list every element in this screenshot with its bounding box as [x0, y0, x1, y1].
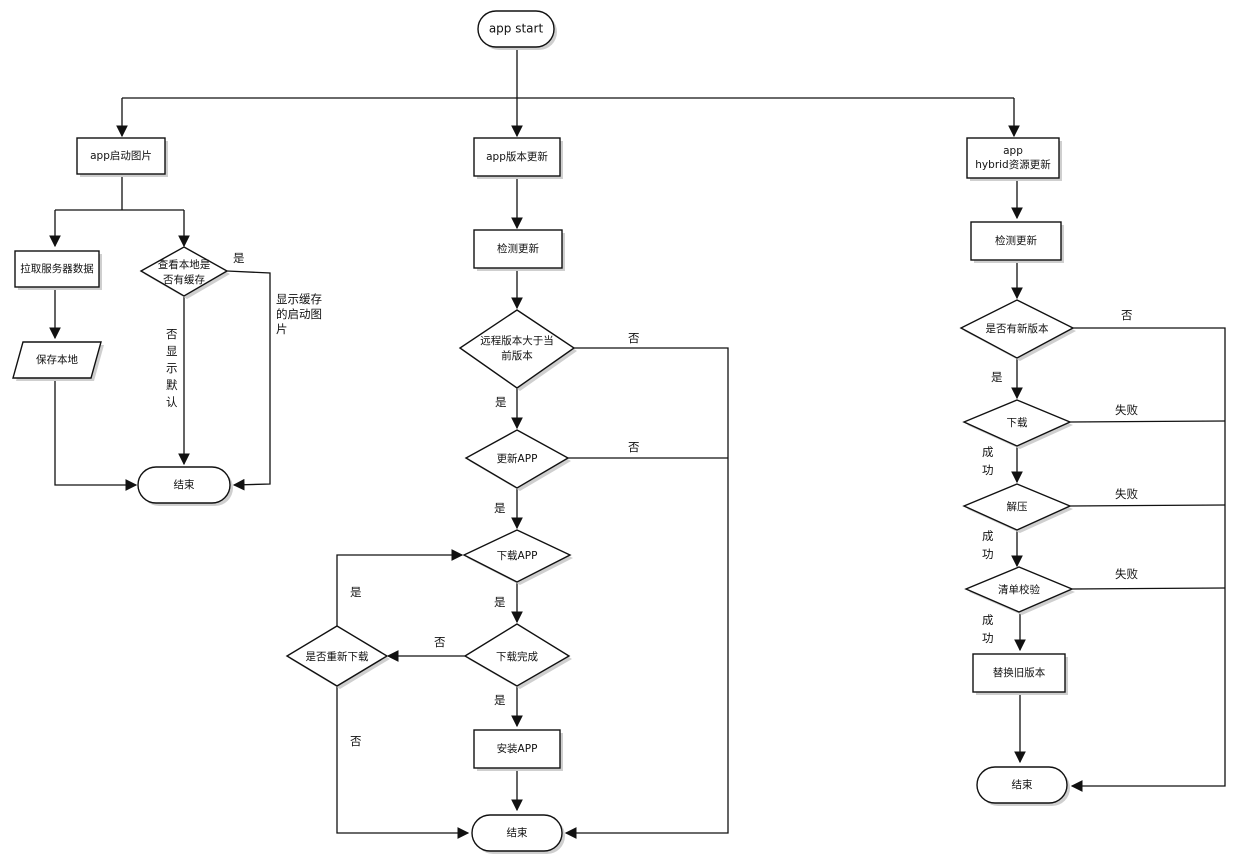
label-unzip-ok-2: 功	[982, 547, 994, 561]
node-download-done[interactable]: 下载完成	[463, 623, 572, 689]
label-redownload-no: 否	[350, 734, 362, 748]
label-remote-yes: 是	[495, 395, 507, 409]
node-hybrid-update-label-1: app	[1003, 145, 1023, 157]
node-end-left-label: 结束	[174, 478, 195, 491]
node-has-new[interactable]: 是否有新版本	[959, 299, 1076, 361]
node-replace-old[interactable]: 替换旧版本	[972, 653, 1068, 695]
label-download-fail: 失败	[1115, 403, 1138, 417]
node-remote-newer[interactable]: 远程版本大于当 前版本	[458, 309, 577, 391]
edges	[49, 46, 1226, 839]
label-cache-yes-action-1: 显示缓存	[276, 292, 322, 306]
node-save-local[interactable]: 保存本地	[12, 341, 104, 381]
edge-labels: 是 显示缓存 的启动图 片 否 显 示 默 认 否 是 否 是 是 否 是 是 …	[166, 251, 1138, 748]
label-cache-yes: 是	[233, 251, 245, 265]
node-install-app-label: 安装APP	[497, 742, 538, 755]
label-cache-no-4: 默	[166, 378, 178, 392]
node-fetch-server-label: 拉取服务器数据	[20, 262, 94, 275]
label-download-ok-1: 成	[982, 445, 994, 459]
node-fetch-server[interactable]: 拉取服务器数据	[14, 250, 102, 290]
node-download-app[interactable]: 下载APP	[462, 529, 573, 585]
node-app-update-label: app版本更新	[486, 150, 548, 163]
label-done-no: 否	[434, 635, 446, 649]
node-unzip-label: 解压	[1007, 500, 1029, 513]
edge-unzip-fail	[1069, 504, 1226, 507]
node-hybrid-update[interactable]: app hybrid资源更新	[966, 137, 1062, 181]
node-download-done-label: 下载完成	[496, 650, 538, 663]
label-remote-no: 否	[628, 331, 640, 345]
label-download-yes: 是	[494, 595, 506, 609]
node-save-local-label: 保存本地	[36, 353, 78, 366]
label-done-yes: 是	[494, 693, 506, 707]
node-update-app[interactable]: 更新APP	[464, 429, 571, 491]
node-splash[interactable]: app启动图片	[76, 137, 168, 177]
label-cache-yes-action-2: 的启动图	[276, 307, 322, 321]
label-redownload-yes: 是	[350, 585, 362, 599]
label-cache-no-1: 否	[166, 327, 178, 341]
node-check-cache-label-2: 否有缓存	[163, 273, 205, 286]
node-check-cache[interactable]: 查看本地是 否有缓存	[139, 246, 230, 299]
node-end-left[interactable]: 结束	[137, 466, 233, 506]
node-start[interactable]: app start	[477, 10, 557, 50]
node-redownload[interactable]: 是否重新下载	[285, 625, 390, 689]
node-check-update-mid-label: 检测更新	[497, 242, 539, 255]
node-verify[interactable]: 清单校验	[964, 566, 1075, 615]
label-unzip-ok-1: 成	[982, 529, 994, 543]
node-end-right-label: 结束	[1012, 778, 1034, 791]
edge-remote-no-to-end	[564, 347, 729, 839]
node-check-cache-label-1: 查看本地是	[158, 258, 211, 271]
edge-redownload-yes	[336, 549, 464, 626]
node-check-update-right[interactable]: 检测更新	[970, 221, 1064, 263]
label-unzip-fail: 失败	[1115, 487, 1138, 501]
node-start-label: app start	[489, 22, 544, 36]
nodes: app start app启动图片 拉取服务器数据 保存本地 查看本地是 否有缓…	[12, 10, 1076, 854]
label-cache-no-2: 显	[166, 344, 178, 358]
label-verify-ok-1: 成	[982, 613, 994, 627]
label-cache-no-5: 认	[166, 395, 178, 409]
label-update-no: 否	[628, 440, 640, 454]
label-verify-fail: 失败	[1115, 567, 1138, 581]
node-install-app[interactable]: 安装APP	[473, 729, 563, 771]
node-has-new-label: 是否有新版本	[986, 322, 1049, 335]
node-splash-label: app启动图片	[90, 149, 152, 162]
node-redownload-label: 是否重新下载	[306, 650, 369, 663]
node-remote-newer-label-2: 前版本	[501, 349, 533, 362]
label-update-yes: 是	[494, 501, 506, 515]
node-update-app-label: 更新APP	[497, 452, 538, 465]
edge-has-new-no	[1070, 327, 1226, 792]
node-replace-old-label: 替换旧版本	[993, 666, 1046, 679]
edge-redownload-no	[336, 686, 470, 839]
label-cache-no-3: 示	[166, 361, 178, 375]
node-app-update[interactable]: app版本更新	[473, 137, 563, 179]
edge-save-to-end	[54, 376, 138, 491]
node-end-mid[interactable]: 结束	[471, 814, 565, 854]
node-download-app-label: 下载APP	[497, 550, 538, 562]
node-check-update-mid[interactable]: 检测更新	[473, 229, 565, 271]
node-remote-newer-label-1: 远程版本大于当	[480, 334, 554, 347]
node-unzip[interactable]: 解压	[962, 483, 1073, 533]
label-new-no: 否	[1121, 308, 1133, 322]
node-download[interactable]: 下载	[962, 399, 1073, 449]
label-verify-ok-2: 功	[982, 631, 994, 645]
label-cache-yes-action-3: 片	[276, 322, 288, 336]
node-check-update-right-label: 检测更新	[995, 234, 1037, 247]
node-end-right[interactable]: 结束	[976, 766, 1070, 806]
node-verify-label: 清单校验	[998, 583, 1040, 596]
label-download-ok-2: 功	[982, 463, 994, 477]
label-new-yes: 是	[991, 370, 1003, 384]
node-download-label: 下载	[1007, 417, 1029, 429]
node-end-mid-label: 结束	[507, 826, 528, 839]
edge-verify-fail	[1071, 587, 1226, 590]
edge-cache-yes-to-end	[226, 270, 271, 491]
edge-download-fail	[1069, 420, 1226, 423]
node-hybrid-update-label-2: hybrid资源更新	[975, 158, 1051, 171]
